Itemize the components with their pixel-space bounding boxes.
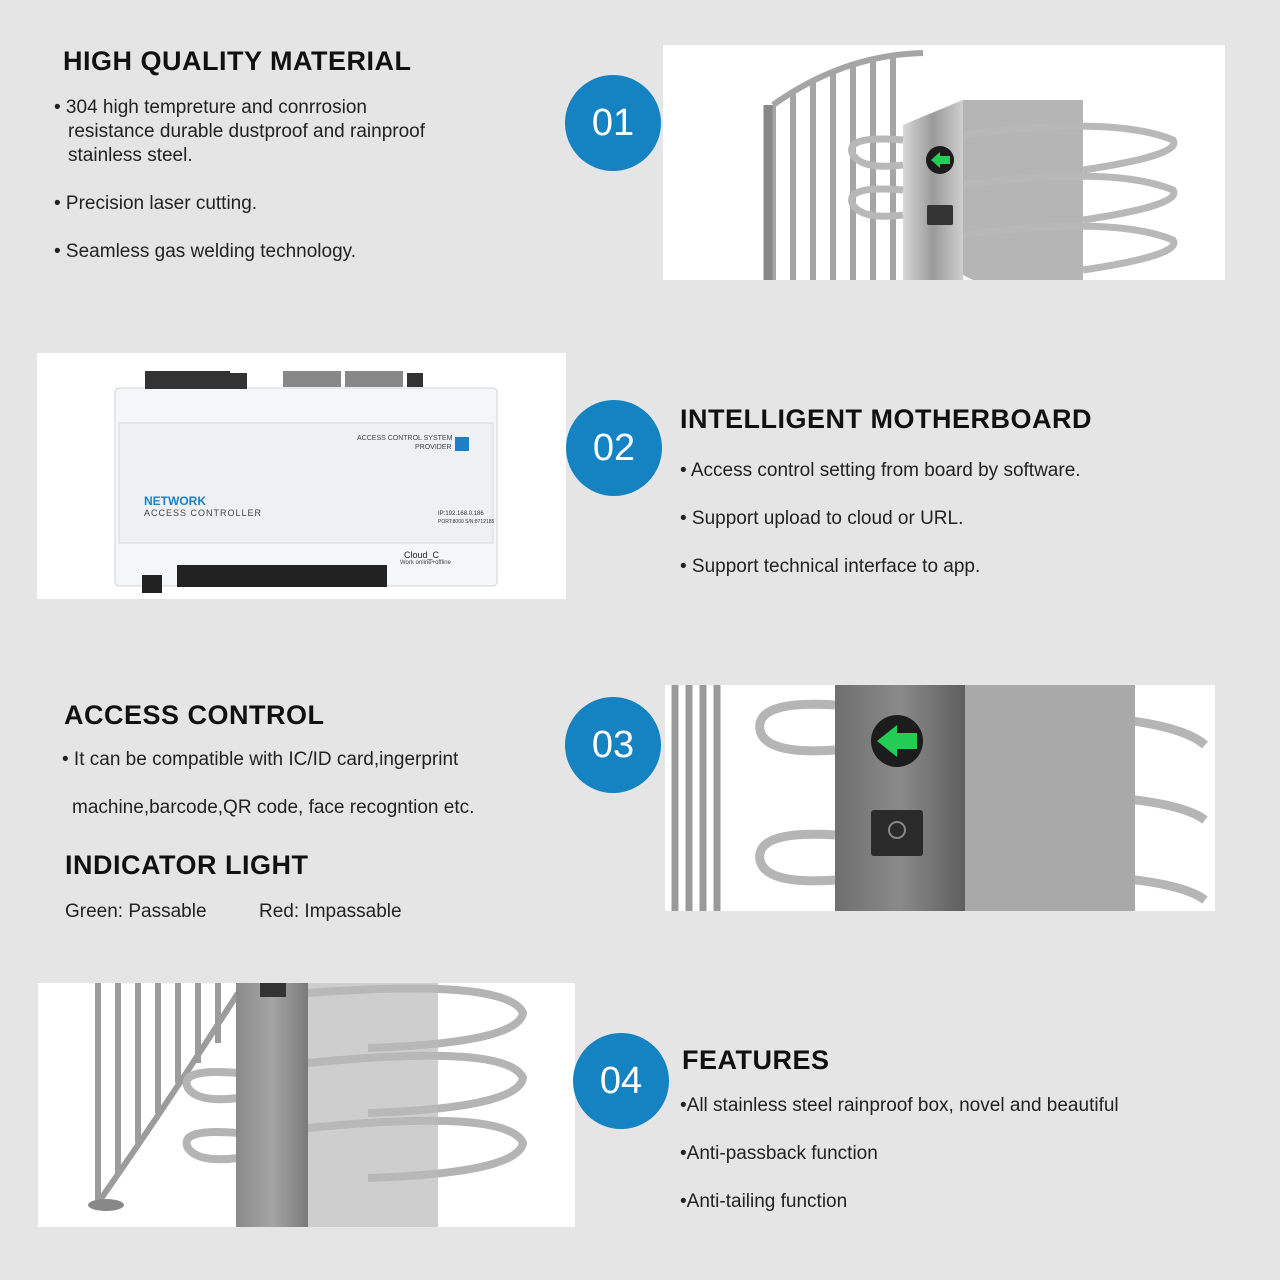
badge-03: 03 [565,697,661,793]
controller-board-photo: NETWORK ACCESS CONTROLLER ACCESS CONTROL… [37,353,566,599]
badge-01: 01 [565,75,661,171]
access-bullet-1: • It can be compatible with IC/ID card,i… [62,749,459,770]
material-bullet-3: • Seamless gas welding technology. [54,241,357,262]
motherboard-bullet-3: • Support technical interface to app. [680,556,981,577]
board-cloud-label: Cloud_C [404,550,440,560]
access-control-heading: ACCESS CONTROL [64,700,325,730]
material-bullet-2: • Precision laser cutting. [54,193,258,214]
features-heading: FEATURES [682,1045,830,1075]
indicator-green-label: Green: Passable [65,901,207,922]
turnstile-photo-2 [665,685,1215,911]
indicator-red-label: Red: Impassable [259,901,402,922]
material-bullet-1-end: stainless steel. [68,145,193,166]
board-network-label: NETWORK [144,494,206,508]
indicator-heading: INDICATOR LIGHT [65,850,309,880]
green-arrow-icon [877,725,917,757]
turnstile-photo-3 [38,983,575,1227]
board-controller-label: ACCESS CONTROLLER [144,508,263,518]
motherboard-heading: INTELLIGENT MOTHERBOARD [680,404,1092,434]
board-ip: IP:192.168.0.186 [438,511,484,517]
badge-02: 02 [566,400,662,496]
features-bullet-2: •Anti-passback function [680,1143,878,1164]
board-port: PORT:8000 S/N:8712185 [438,519,495,525]
badge-04: 04 [573,1033,669,1129]
green-arrow-icon [931,152,950,168]
material-bullet-1: • 304 high tempreture and conrrosion [54,97,367,118]
motherboard-bullet-1: • Access control setting from board by s… [680,460,1081,481]
features-bullet-3: •Anti-tailing function [680,1191,848,1212]
board-provider-1: ACCESS CONTROL SYSTEM [357,435,453,442]
features-bullet-1: •All stainless steel rainproof box, nove… [680,1095,1119,1116]
access-bullet-1-cont: machine,barcode,QR code, face recogntion… [72,797,475,818]
turnstile-photo-1 [663,45,1225,280]
board-provider-2: PROVIDER [415,444,452,451]
board-cloud-sub: Work online+offline [400,560,451,566]
material-heading: HIGH QUALITY MATERIAL [63,46,412,76]
material-bullet-1-cont: resistance durable dustproof and rainpro… [68,121,426,142]
motherboard-bullet-2: • Support upload to cloud or URL. [680,508,964,529]
